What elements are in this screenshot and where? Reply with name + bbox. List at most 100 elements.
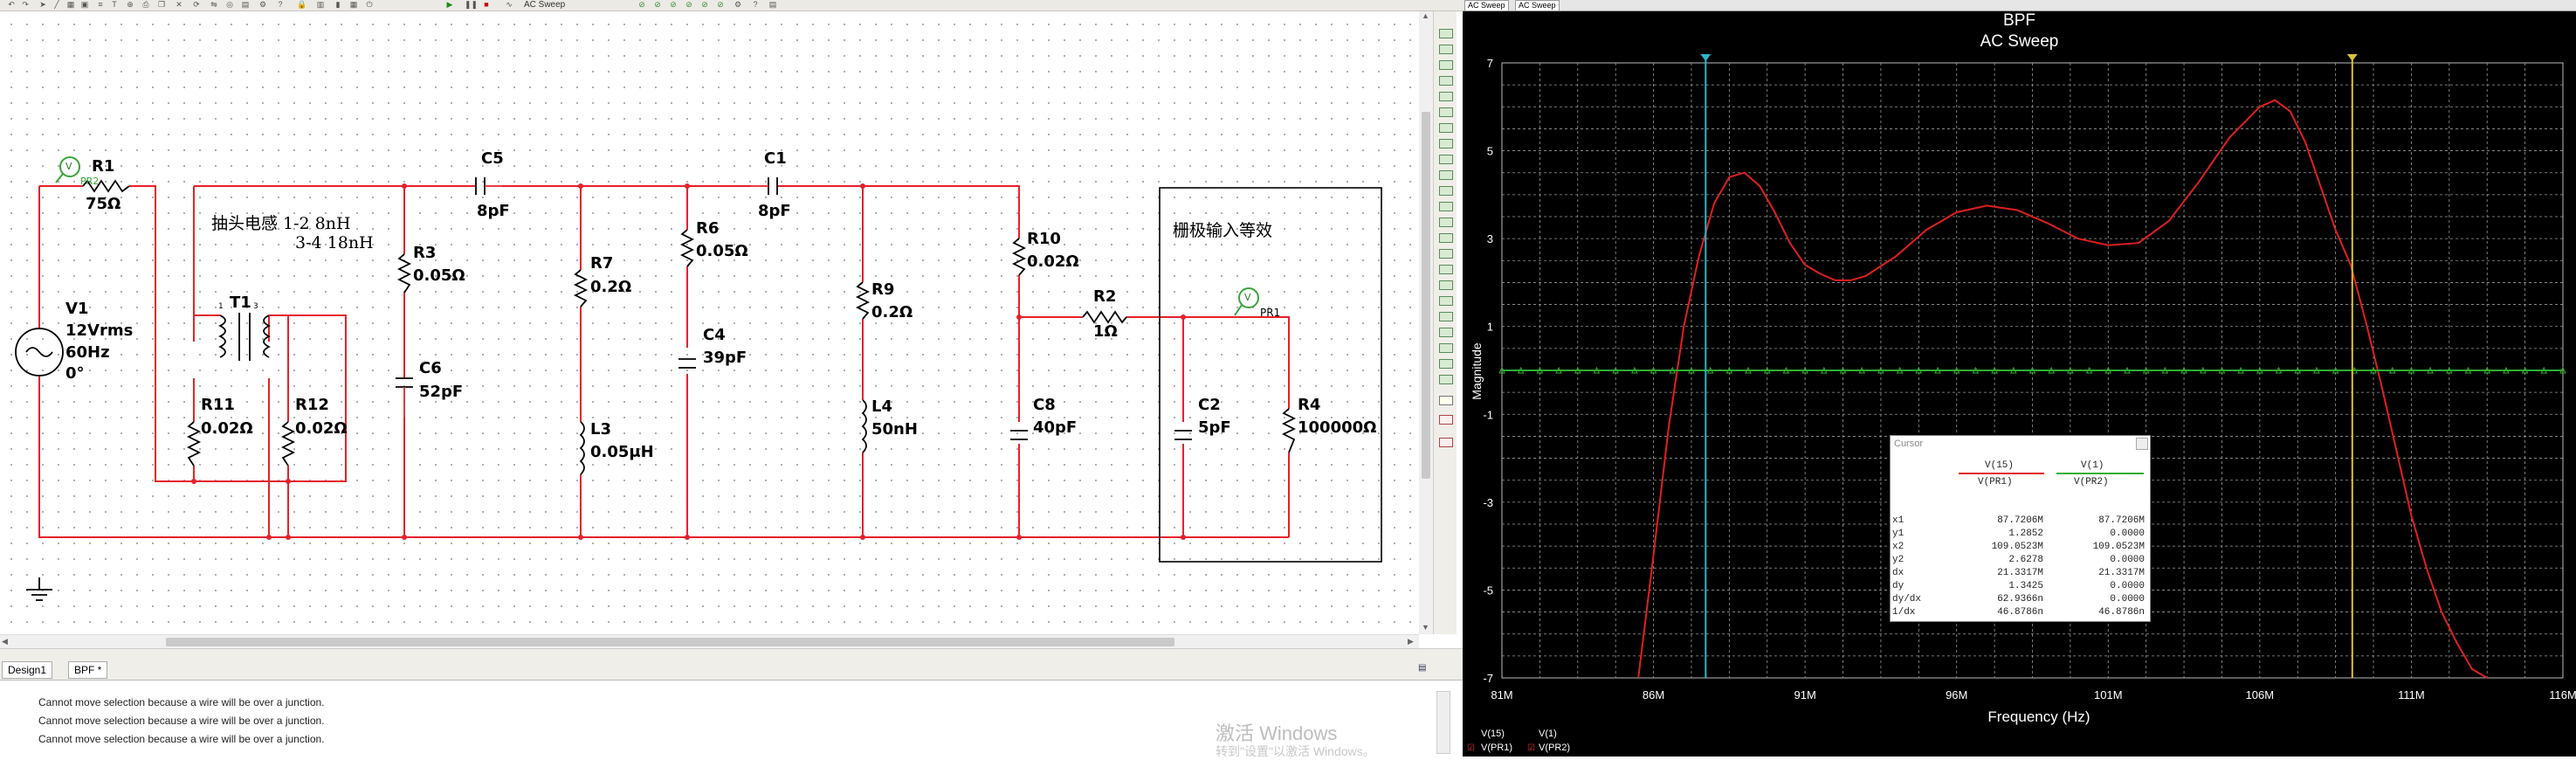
horizontal-scroll-thumb[interactable] bbox=[166, 638, 1174, 646]
series-marker-v1 bbox=[2199, 366, 2207, 374]
iv-analyzer-icon[interactable] bbox=[1439, 186, 1453, 196]
probe-ref-icon[interactable]: ⊘ bbox=[701, 0, 708, 9]
logic-analyzer-icon[interactable] bbox=[1439, 170, 1453, 180]
probe-diff-icon[interactable]: ⊘ bbox=[685, 0, 692, 9]
tab-design1[interactable]: Design1 bbox=[2, 661, 53, 679]
x-tick-label: 116M bbox=[2549, 688, 2576, 701]
probe-settings-tool-icon[interactable] bbox=[1439, 438, 1453, 447]
schematic-canvas[interactable]: V PR2 V PR1 R1 75Ω V1 12Vrms 60Hz 0° 抽头电… bbox=[0, 11, 1419, 634]
logic-converter-icon[interactable] bbox=[1439, 155, 1453, 164]
current-probe-icon[interactable] bbox=[1439, 415, 1453, 425]
undo-icon[interactable]: ↶ bbox=[8, 0, 15, 9]
bar-icon[interactable]: ▮ bbox=[335, 0, 341, 9]
network-analyzer-icon[interactable] bbox=[1439, 233, 1453, 243]
horizontal-scrollbar[interactable]: ◀ ▶ bbox=[0, 634, 1419, 649]
plot-cursors[interactable] bbox=[1700, 54, 2358, 678]
redo-icon[interactable]: ↷ bbox=[22, 0, 29, 9]
grapher-tab-2[interactable]: AC Sweep bbox=[1515, 0, 1560, 11]
pointer-icon[interactable]: ➤ bbox=[39, 0, 46, 9]
pause-icon[interactable]: ❚❚ bbox=[465, 0, 479, 9]
gate-equivalent-box[interactable] bbox=[1159, 187, 1382, 563]
scroll-down-icon[interactable]: ▼ bbox=[1422, 623, 1429, 632]
distortion-analyzer-icon[interactable] bbox=[1439, 202, 1453, 211]
measurement-probe-icon[interactable] bbox=[1439, 359, 1453, 369]
frequency-counter-icon[interactable] bbox=[1439, 123, 1453, 133]
wire-icon[interactable]: ╱ bbox=[54, 0, 59, 9]
probe-help-icon[interactable]: ? bbox=[753, 0, 758, 9]
probe-icon[interactable]: ◎ bbox=[226, 0, 233, 9]
series-marker-v1 bbox=[2540, 366, 2548, 374]
labview-instrument-icon[interactable] bbox=[1439, 312, 1453, 321]
legend-check-icon[interactable]: ☑ bbox=[1527, 743, 1535, 753]
scroll-right-icon[interactable]: ▶ bbox=[1408, 637, 1414, 646]
instrument-extra-icon[interactable] bbox=[1439, 375, 1453, 384]
flip-icon[interactable]: ⇋ bbox=[210, 0, 217, 9]
ni-elvis-icon[interactable] bbox=[1439, 343, 1453, 353]
probe-settings-icon[interactable]: ⚙ bbox=[734, 0, 742, 9]
help-icon[interactable]: ? bbox=[278, 0, 283, 9]
current-clamp-icon[interactable] bbox=[1439, 328, 1453, 337]
table-icon[interactable]: ▦ bbox=[349, 0, 358, 9]
tab-bar-icon[interactable]: ▤ bbox=[1418, 663, 1427, 673]
tab-bpf[interactable]: BPF * bbox=[68, 661, 108, 679]
agilent-multimeter-icon[interactable] bbox=[1439, 265, 1453, 274]
zoom-icon[interactable]: ⊕ bbox=[127, 0, 134, 9]
oscilloscope-icon[interactable] bbox=[1439, 76, 1453, 86]
run-icon[interactable]: ▶ bbox=[446, 0, 453, 9]
close-icon[interactable] bbox=[2136, 438, 2148, 450]
scroll-left-icon[interactable]: ◀ bbox=[2, 637, 8, 646]
agilent-oscilloscope-icon[interactable] bbox=[1439, 280, 1453, 290]
four-channel-oscilloscope-icon[interactable] bbox=[1439, 92, 1453, 101]
text-icon[interactable]: T bbox=[112, 0, 117, 9]
cursor-header-b-line bbox=[2056, 473, 2144, 474]
grapher-tab-1[interactable]: AC Sweep bbox=[1464, 0, 1509, 11]
vertical-scroll-thumb[interactable] bbox=[1422, 112, 1430, 479]
series-marker-v1 bbox=[1745, 366, 1752, 374]
simulation-type-select[interactable]: AC Sweep bbox=[524, 0, 566, 10]
probe-pr2[interactable] bbox=[55, 156, 80, 183]
agilent-generator-icon[interactable] bbox=[1439, 249, 1453, 259]
scroll-up-icon[interactable]: ▲ bbox=[1422, 11, 1429, 20]
probe-digital-icon[interactable]: ⊘ bbox=[717, 0, 724, 9]
probe-voltage-icon[interactable]: ⊘ bbox=[638, 0, 645, 9]
series-marker-v1 bbox=[2028, 366, 2036, 374]
stop-icon[interactable]: ■ bbox=[484, 0, 489, 9]
delete-icon[interactable]: ✕ bbox=[176, 0, 183, 9]
word-generator-icon[interactable] bbox=[1439, 139, 1453, 149]
probe-pr1[interactable] bbox=[1234, 287, 1259, 316]
grid-icon[interactable]: ▦ bbox=[66, 0, 75, 9]
print-icon[interactable]: ⎙ bbox=[142, 0, 149, 9]
probe-grapher-icon[interactable]: ▤ bbox=[768, 0, 777, 9]
wattmeter-icon[interactable] bbox=[1439, 60, 1453, 70]
legend-check-icon[interactable]: ☑ bbox=[1467, 743, 1475, 753]
function-generator-icon[interactable] bbox=[1439, 45, 1453, 54]
legend-v15[interactable]: V(15) bbox=[1481, 729, 1505, 739]
lock-icon[interactable]: 🔒 bbox=[297, 0, 307, 9]
settings-icon[interactable]: ⚙ bbox=[258, 0, 267, 9]
vertical-scrollbar[interactable]: ▲ ▼ bbox=[1419, 11, 1433, 634]
component-icon[interactable]: ▣ bbox=[80, 0, 89, 9]
power-icon[interactable]: ⏻ bbox=[366, 0, 373, 9]
legend-v1[interactable]: V(1) bbox=[1539, 729, 1557, 739]
bus-icon[interactable]: ≡ bbox=[98, 0, 103, 9]
label-c5-value: 8pF bbox=[477, 202, 510, 220]
plot-subtitle: AC Sweep bbox=[1980, 32, 2059, 51]
tektronix-oscilloscope-icon[interactable] bbox=[1439, 296, 1453, 306]
label-t1-name: T1 bbox=[230, 294, 251, 312]
multimeter-icon[interactable] bbox=[1439, 29, 1453, 38]
analysis-icon[interactable]: ∿ bbox=[506, 0, 513, 9]
rotate-icon[interactable]: ⟳ bbox=[193, 0, 200, 9]
instrument-icon[interactable]: ▥ bbox=[316, 0, 325, 9]
graph-icon[interactable]: ▤ bbox=[241, 0, 250, 9]
series-marker-v1 bbox=[1934, 366, 1941, 374]
copy-icon[interactable]: ❐ bbox=[157, 0, 166, 9]
spectrum-analyzer-icon[interactable] bbox=[1439, 218, 1453, 227]
bode-plotter-icon[interactable] bbox=[1439, 107, 1453, 117]
probe-tool-icon[interactable] bbox=[1439, 396, 1453, 405]
probe-power-icon[interactable]: ⊘ bbox=[670, 0, 677, 9]
series-marker-v1 bbox=[2483, 366, 2491, 374]
messages-scrollbar[interactable] bbox=[1436, 691, 1450, 754]
probe-current-icon[interactable]: ⊘ bbox=[654, 0, 661, 9]
